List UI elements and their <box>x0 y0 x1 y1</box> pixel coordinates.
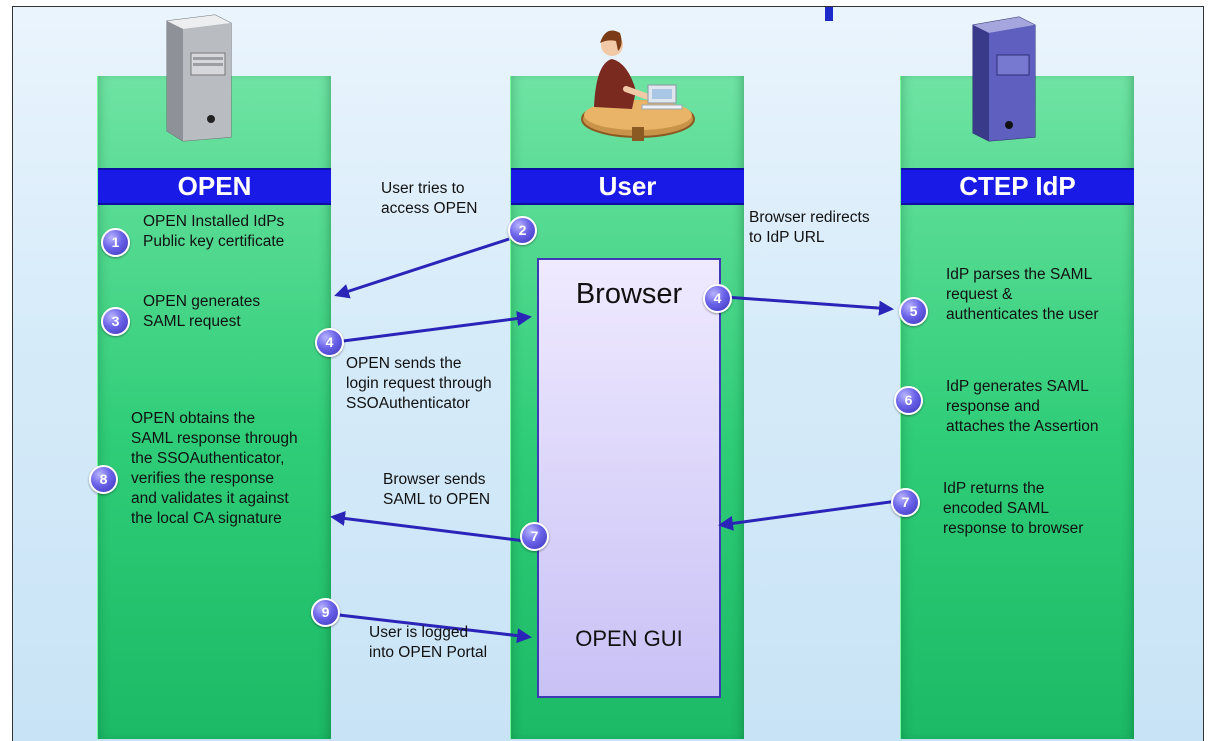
step-badge: 1 <box>101 228 130 257</box>
step-badge: 2 <box>508 216 537 245</box>
arrows-layer <box>330 237 898 644</box>
step-badge: 5 <box>899 297 928 326</box>
step-7-idp-text: IdP returns the encoded SAML response to… <box>943 480 1084 537</box>
arrow-step4-browser <box>724 295 894 316</box>
step-2-text: User tries to access OPEN <box>381 180 478 217</box>
step-badge: 7 <box>891 488 920 517</box>
step-badge: 6 <box>894 386 923 415</box>
step-3-text: OPEN generates SAML request <box>143 293 261 330</box>
step-badge: 4 <box>315 328 344 357</box>
arrow-step4-open <box>342 311 532 343</box>
step-7-browser-text: Browser sends SAML to OPEN <box>383 471 491 508</box>
server-icon <box>972 16 1036 142</box>
step-badge: 4 <box>703 284 732 313</box>
lane-open: OPEN <box>97 76 331 739</box>
server-icon <box>166 14 232 142</box>
arrow-step2 <box>334 237 510 299</box>
title-fragment <box>825 7 833 21</box>
arrow-step7-browser <box>330 511 526 543</box>
step-1-text: OPEN Installed IdPs Public key certifica… <box>143 213 285 250</box>
step-6-text: IdP generates SAML response and attaches… <box>946 378 1099 435</box>
step-badge: 7 <box>520 522 549 551</box>
step-4-browser-text: Browser redirects to IdP URL <box>749 209 870 246</box>
step-badge: 9 <box>311 598 340 627</box>
diagram-canvas: OPEN User CTEP IdP Browser OPEN GUI <box>12 6 1204 741</box>
browser-title: Browser <box>575 278 683 310</box>
arrow-step7-idp <box>718 499 898 531</box>
lane-header-user: User <box>511 168 744 205</box>
open-gui-label: OPEN GUI <box>575 626 683 651</box>
user-at-desk-icon <box>581 30 695 141</box>
lane-header-open: OPEN <box>98 168 331 205</box>
step-5-text: IdP parses the SAML request & authentica… <box>946 266 1099 323</box>
lane-idp: CTEP IdP <box>900 76 1134 739</box>
browser-box: Browser OPEN GUI <box>537 258 721 698</box>
step-badge: 8 <box>89 465 118 494</box>
step-4-open-text: OPEN sends the login request through SSO… <box>346 355 492 412</box>
step-9-text: User is logged into OPEN Portal <box>369 624 488 661</box>
arrow-step9 <box>338 613 532 644</box>
step-badge: 3 <box>101 307 130 336</box>
lane-header-idp: CTEP IdP <box>901 168 1134 205</box>
step-8-text: OPEN obtains the SAML response through t… <box>131 410 298 527</box>
